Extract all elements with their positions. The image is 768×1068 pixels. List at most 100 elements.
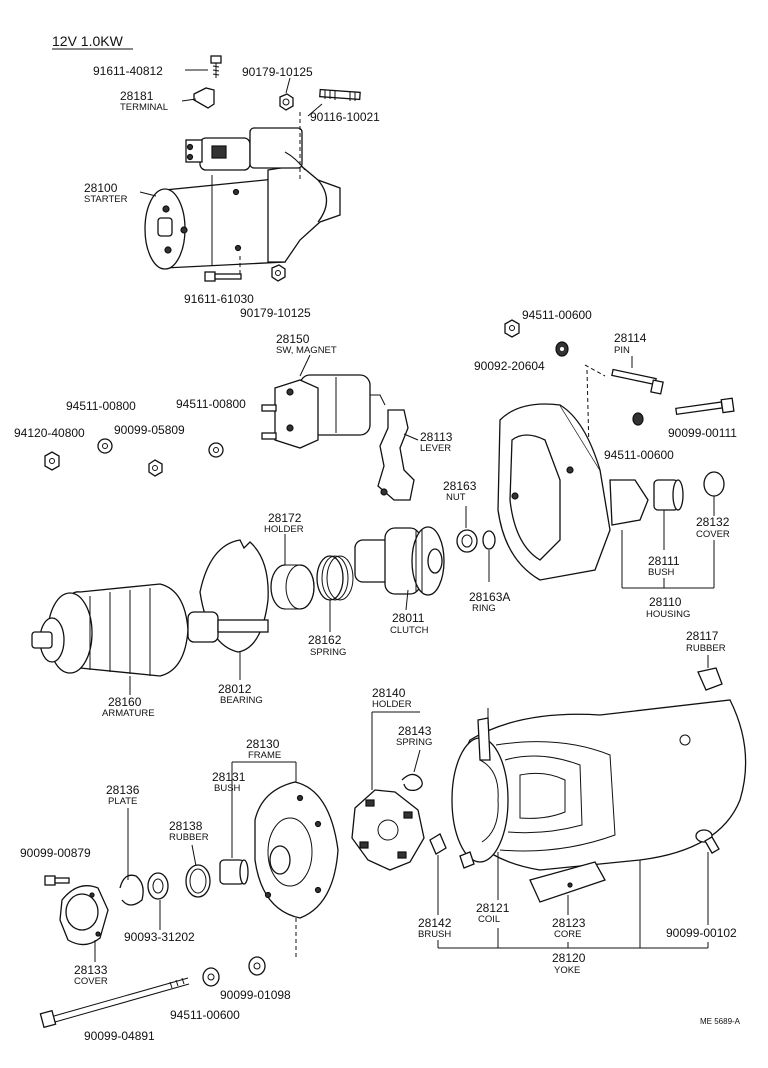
label-number: 28110 [649, 595, 682, 609]
label-name: RUBBER [169, 832, 209, 843]
label-name: SW, MAGNET [276, 345, 337, 356]
label-number: 91611-40812 [93, 64, 163, 78]
stud-90116-drawing [319, 88, 361, 101]
label-number: 28150 [276, 332, 310, 346]
armature-28160-drawing [31, 583, 269, 677]
label-name: CLUTCH [390, 625, 429, 636]
brush-28142-drawing [429, 833, 447, 855]
washer-94511-00600-b-drawing [632, 412, 644, 426]
label-name: HOUSING [646, 609, 690, 620]
label-name: COIL [478, 914, 500, 925]
nut-90179-top-drawing [279, 93, 294, 111]
yoke-28120-drawing [451, 699, 747, 871]
bush-28131-drawing [219, 859, 249, 885]
label-number: 28181 [120, 89, 154, 103]
washer-90099-01098-drawing [248, 956, 266, 976]
plate-28136-drawing [119, 874, 144, 906]
label-number: 28111 [648, 554, 680, 568]
label-name: BUSH [214, 783, 241, 794]
label-name: SPRING [310, 647, 346, 658]
label-number: 90092-20604 [474, 359, 545, 373]
diagram-code: ME 5689-A [700, 1017, 741, 1026]
washer-90093-drawing [147, 872, 169, 900]
long-bolt-90099-04891-drawing [39, 977, 190, 1029]
label-number: 90116-10021 [310, 110, 380, 124]
label-number: 28100 [84, 181, 118, 195]
diagram-header: 12V 1.0KW [52, 33, 124, 49]
label-number: 28113 [420, 430, 453, 444]
nut-90092-drawing [504, 319, 520, 338]
label-number: 28130 [246, 737, 280, 751]
label-number: 28172 [268, 511, 302, 525]
screw-91611-40812-drawing [210, 55, 222, 78]
housing-28110-drawing [497, 403, 649, 581]
screw-90099-00879-drawing [44, 875, 70, 886]
label-name: COVER [696, 529, 730, 540]
lever-28113-drawing [377, 409, 415, 501]
washer-94511-a-drawing [97, 438, 113, 454]
label-number: 28117 [686, 629, 719, 643]
label-name: RING [472, 603, 496, 614]
label-number: 28132 [696, 515, 730, 529]
label-name: ARMATURE [102, 708, 155, 719]
label-number: 90179-10125 [240, 306, 311, 320]
washer-94511-00600-c-drawing [202, 967, 220, 987]
label-number: 28163 [443, 479, 477, 493]
rubber-28117-drawing [697, 667, 723, 691]
label-number: 90099-00102 [666, 926, 737, 940]
label-name: FRAME [248, 750, 281, 761]
part-labels: 91611-40812 90179-10125 28181 TERMINAL 9… [14, 64, 737, 1043]
label-name: NUT [446, 492, 466, 503]
label-number: 28163A [469, 590, 510, 604]
label-number: 91611-61030 [184, 292, 254, 306]
label-number: 28136 [106, 783, 140, 797]
label-number: 28011 [392, 611, 425, 625]
label-number: 28012 [218, 682, 252, 696]
label-number: 94511-00600 [170, 1008, 240, 1022]
nut-94120-drawing [44, 451, 60, 471]
label-number: 90179-10125 [242, 65, 313, 79]
spring-28143-drawing [401, 773, 423, 792]
spring-28162-drawing [316, 555, 354, 601]
label-name: BEARING [220, 695, 263, 706]
nut-28163-drawing [456, 529, 478, 553]
holder-28172-drawing [270, 564, 315, 610]
frame-28130-drawing [254, 781, 339, 919]
label-number: 90093-31202 [124, 930, 195, 944]
magnet-switch-drawing [261, 374, 386, 449]
label-number: 28133 [74, 963, 108, 977]
pin-28114-drawing [611, 368, 664, 395]
label-number: 94511-00600 [604, 448, 674, 462]
terminal-28181-drawing [193, 87, 215, 109]
label-number: 28142 [418, 916, 452, 930]
clutch-28011-drawing [354, 526, 445, 596]
core-28123-drawing [529, 861, 606, 903]
label-number: 28162 [308, 633, 342, 647]
label-name: BUSH [648, 567, 675, 578]
label-name: HOLDER [264, 524, 304, 535]
label-number: 94120-40800 [14, 426, 85, 440]
label-number: 28143 [398, 724, 432, 738]
label-name: LEVER [420, 443, 451, 454]
label-name: HOLDER [372, 699, 412, 710]
label-name: TERMINAL [120, 102, 168, 113]
label-number: 28140 [372, 686, 406, 700]
nut-90099-05809-drawing [148, 459, 163, 477]
label-number: 28131 [212, 770, 246, 784]
cover-28133-drawing [59, 885, 109, 946]
label-number: 28138 [169, 819, 203, 833]
label-name: PIN [614, 345, 630, 356]
label-number: 90099-00879 [20, 846, 91, 860]
label-number: 28121 [476, 901, 510, 915]
label-number: 28160 [108, 695, 142, 709]
label-number: 94511-00800 [66, 399, 136, 413]
label-number: 28120 [552, 951, 586, 965]
label-name: CORE [554, 929, 581, 940]
label-name: BRUSH [418, 929, 451, 940]
label-name: STARTER [84, 194, 128, 205]
starter-assembly-drawing [144, 127, 341, 270]
label-name: YOKE [554, 965, 580, 976]
label-name: PLATE [108, 796, 137, 807]
label-name: RUBBER [686, 643, 726, 654]
